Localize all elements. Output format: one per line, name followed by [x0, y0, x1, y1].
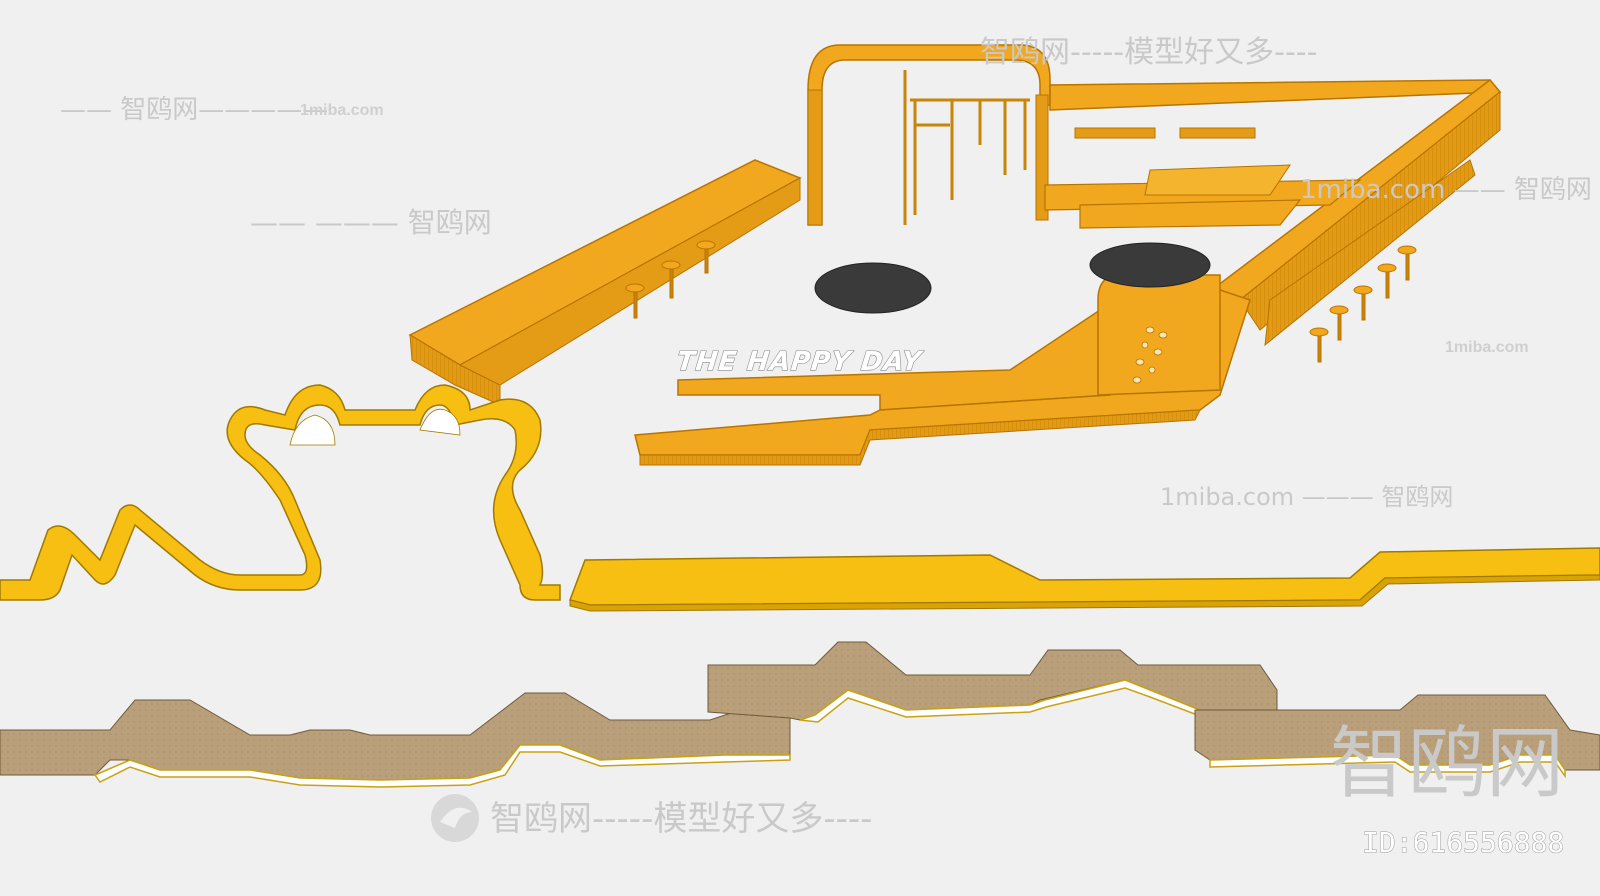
tower-holes — [1132, 326, 1168, 384]
front-step-face — [639, 409, 1201, 466]
black-stone-left — [814, 262, 932, 314]
brand-logo-icon — [431, 794, 479, 842]
stool — [696, 240, 716, 274]
bear-ear-left — [289, 414, 336, 446]
wall-shelf-1 — [1074, 127, 1156, 139]
watermark-layer: 智鸥网-----模型好又多---- —— 智鸥网————— 1miba.com … — [60, 35, 1592, 860]
watermark-site-bottom-right: 1miba.com ——— 智鸥网 — [1160, 483, 1453, 511]
bear-path — [0, 384, 1600, 612]
upper-right-bench — [1049, 79, 1502, 111]
diagonal-bench-face — [1239, 90, 1501, 331]
stool — [1329, 305, 1349, 341]
tan-wall-right-base — [1209, 754, 1566, 779]
right-stair-bench — [1264, 159, 1476, 347]
watermark-site-right: 1miba.com — [1445, 339, 1529, 356]
inner-bench-2 — [1144, 164, 1291, 196]
stools — [625, 240, 1417, 363]
bear-ear-right — [419, 408, 461, 436]
arch-frame — [807, 44, 1051, 226]
wall-shelf-2 — [1179, 127, 1256, 139]
stool — [1353, 285, 1373, 321]
watermark-brand-bottom: 智鸥网-----模型好又多---- — [490, 799, 872, 839]
yellow-track-right-face — [569, 574, 1600, 612]
yellow-track-right — [569, 547, 1600, 606]
swing-frame — [903, 70, 1030, 225]
inner-bench-3 — [1079, 199, 1302, 229]
happy-day-sign: THE HAPPY DAY — [675, 347, 925, 377]
watermark-id-label: ID:616556888 — [1362, 826, 1564, 859]
watermark-brand-mid-left: —— ——— 智鸥网 — [250, 206, 492, 239]
watermark-brand-big: 智鸥网 — [1330, 719, 1564, 809]
arch-left-post — [807, 89, 823, 226]
tan-wall-front-base — [93, 744, 791, 788]
watermark-site-top: 1miba.com — [300, 102, 384, 119]
watermark-brand-left: —— 智鸥网————— — [60, 95, 328, 125]
tan-walls — [0, 641, 1600, 788]
stool — [1397, 245, 1417, 281]
yellow-track-left — [0, 384, 561, 601]
watermark-brand-top: 智鸥网-----模型好又多---- — [980, 35, 1317, 70]
stool — [625, 283, 645, 319]
left-bench-face — [458, 177, 801, 386]
stool — [661, 260, 681, 299]
black-stone-right — [1089, 242, 1211, 288]
stool — [1309, 327, 1329, 363]
stage-platform: THE HAPPY DAY — [408, 44, 1502, 466]
stool — [1377, 263, 1397, 299]
watermark-brand-right-top: 1miba.com —— 智鸥网 — [1300, 175, 1592, 205]
left-bench-top — [408, 159, 802, 366]
